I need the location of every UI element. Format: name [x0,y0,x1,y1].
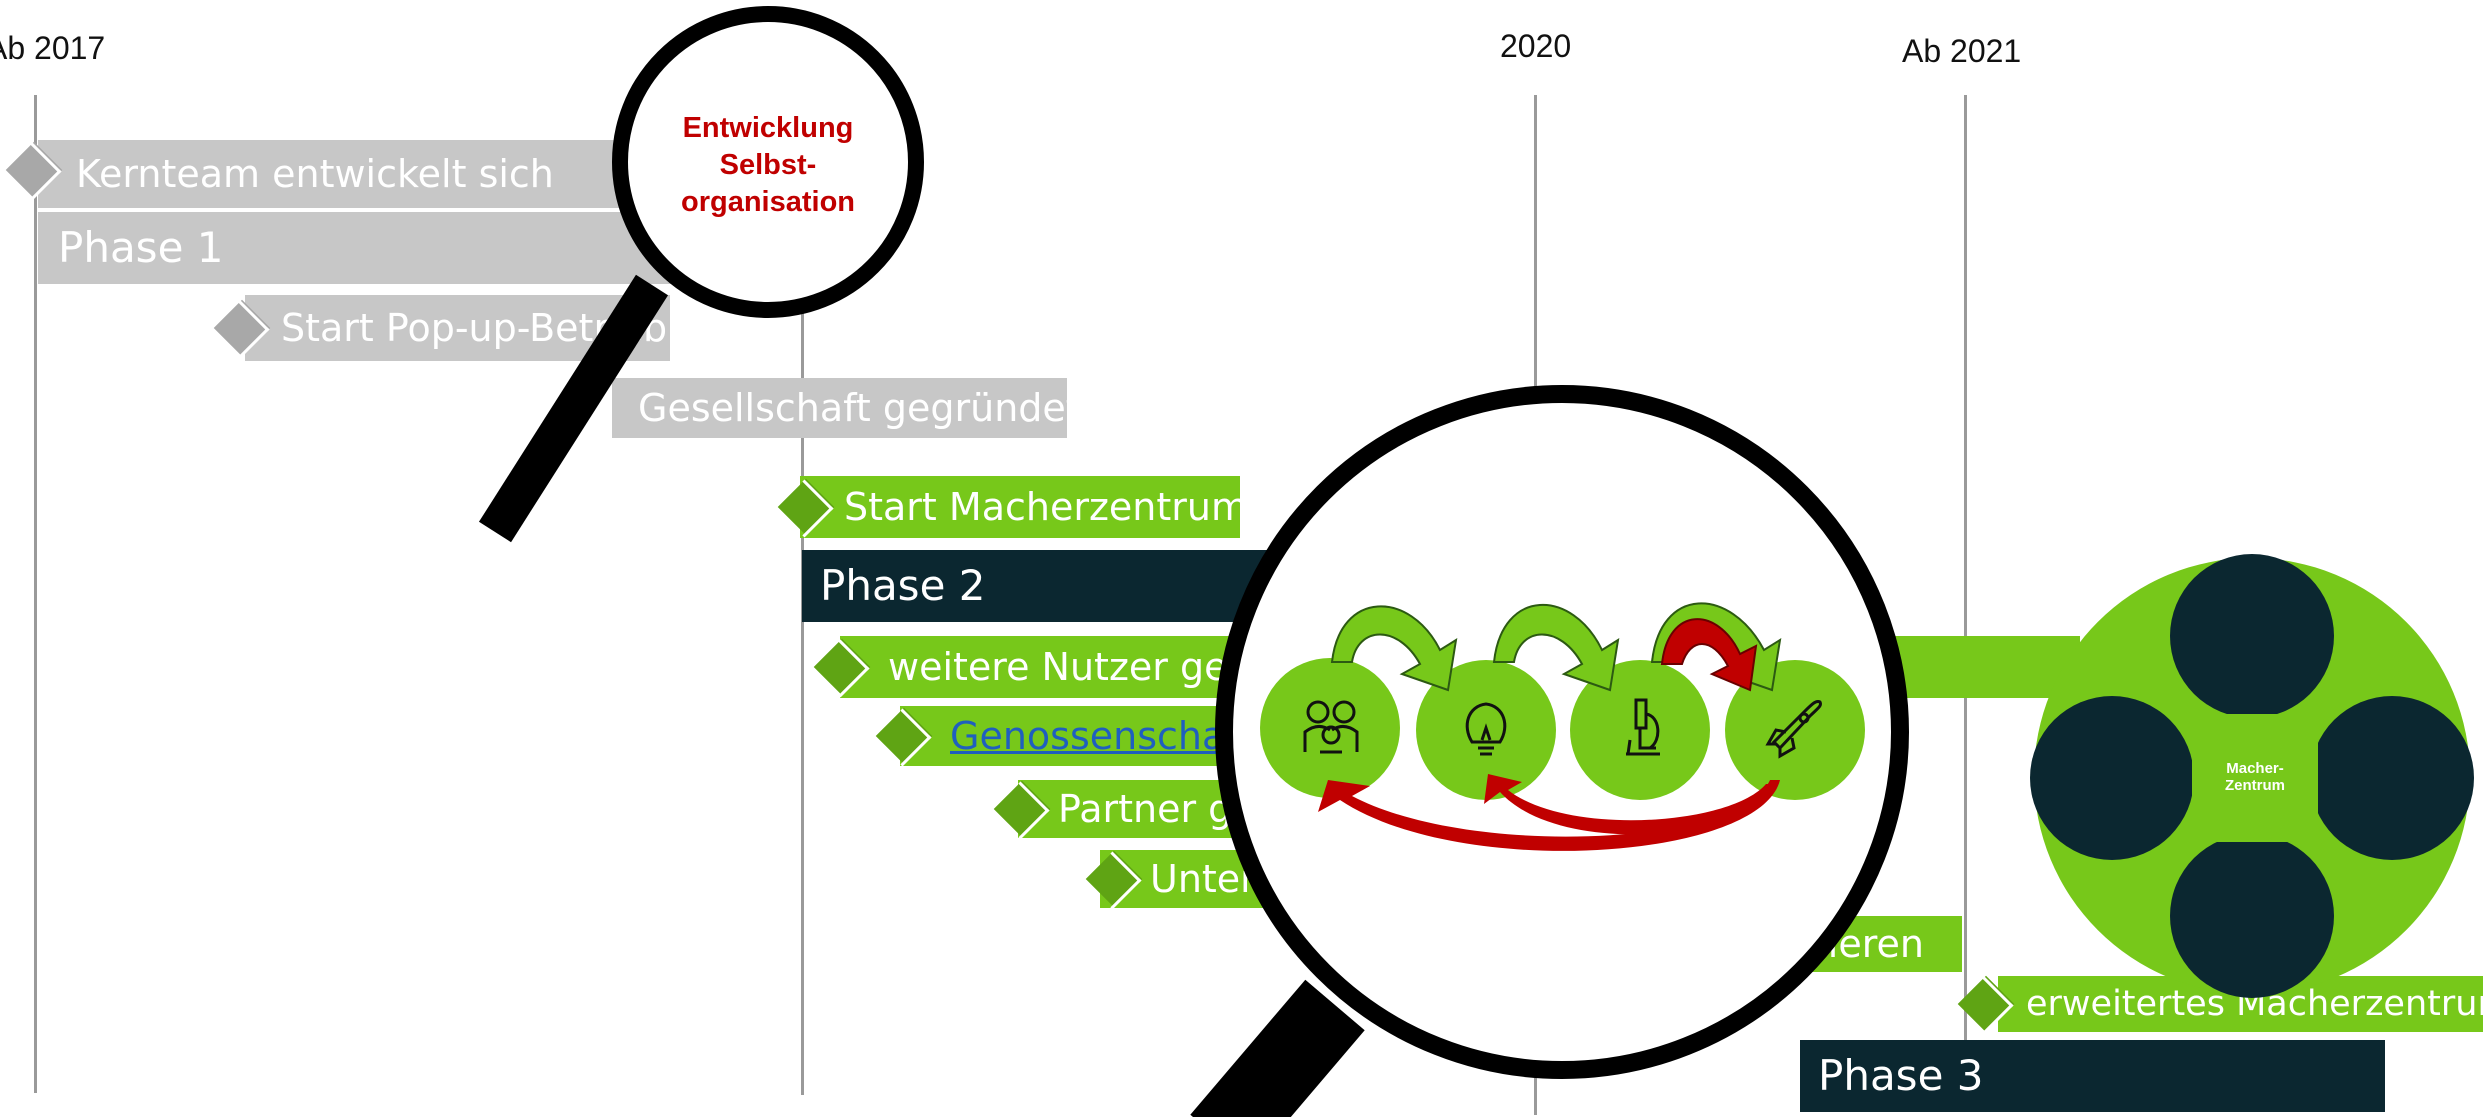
timeline-line-2021 [1964,95,1967,1095]
lightbulb-icon [1465,702,1507,756]
magnifier-handle [1190,979,1365,1117]
return-arrow-icon [1484,774,1778,835]
cluster-node-bottom [2170,834,2334,998]
cluster-label-line: Macher- [2226,760,2284,777]
milestone-kernteam: Kernteam entwickelt sich [38,140,638,208]
phase-2-bar: Phase 2 [802,550,1322,622]
feedback-arrow-icon [1660,618,1758,692]
cluster-label-line: Zentrum [2225,777,2285,794]
year-label-2020: 2020 [1500,28,1572,64]
magnifier-line: organisation [680,186,855,218]
cluster-node-top [2170,554,2334,718]
timeline-line-2019 [801,310,804,1095]
milestone-label[interactable]: Genossenschaft [950,714,1253,758]
cluster-center-label: Macher- Zentrum [2192,760,2318,794]
magnifier-line: Selbst- [719,149,817,181]
magnifier-lens [612,6,924,318]
milestone-erweitert: erweitertes Macherzentrum [1998,976,2483,1032]
magnifier-line: Entwicklung [682,112,854,144]
rocket-icon [1765,700,1822,759]
milestone-label: Kernteam entwickelt sich [76,152,554,196]
magnifier-small-text: Entwicklung Selbst- organisation [648,110,888,221]
timeline-line-2017 [34,95,37,1093]
milestone-label: Gesellschaft gegründet [638,386,1067,430]
microscope-icon [1626,698,1660,756]
milestone-label: Start Macherzentrum [844,485,1240,529]
magnifier-lens [1215,385,1909,1079]
milestone-label: Unter [1150,857,1256,901]
phase-3-bar: Phase 3 [1800,1040,2385,1112]
year-label-2021: Ab 2021 [1902,33,2022,69]
milestone-macherzentrum: Start Macherzentrum [800,476,1240,538]
magnifier-handle [478,274,669,543]
phase-label: Phase 1 [58,223,224,272]
cluster-center-square [2192,714,2318,842]
phase-label: Phase 3 [1818,1051,1984,1100]
milestone-gesellschaft: Gesellschaft gegründet [612,378,1067,438]
year-label-2017: Ab 2017 [0,30,106,66]
family-icon [1303,700,1359,754]
return-arrow-icon [1318,780,1780,851]
phase-label: Phase 2 [820,561,986,610]
cluster-node-right [2310,696,2474,860]
arrow-right-icon [1492,603,1620,692]
cluster-node-left [2030,696,2194,860]
phase-1-bar: Phase 1 [38,212,678,284]
arrow-right-icon [1330,605,1458,692]
